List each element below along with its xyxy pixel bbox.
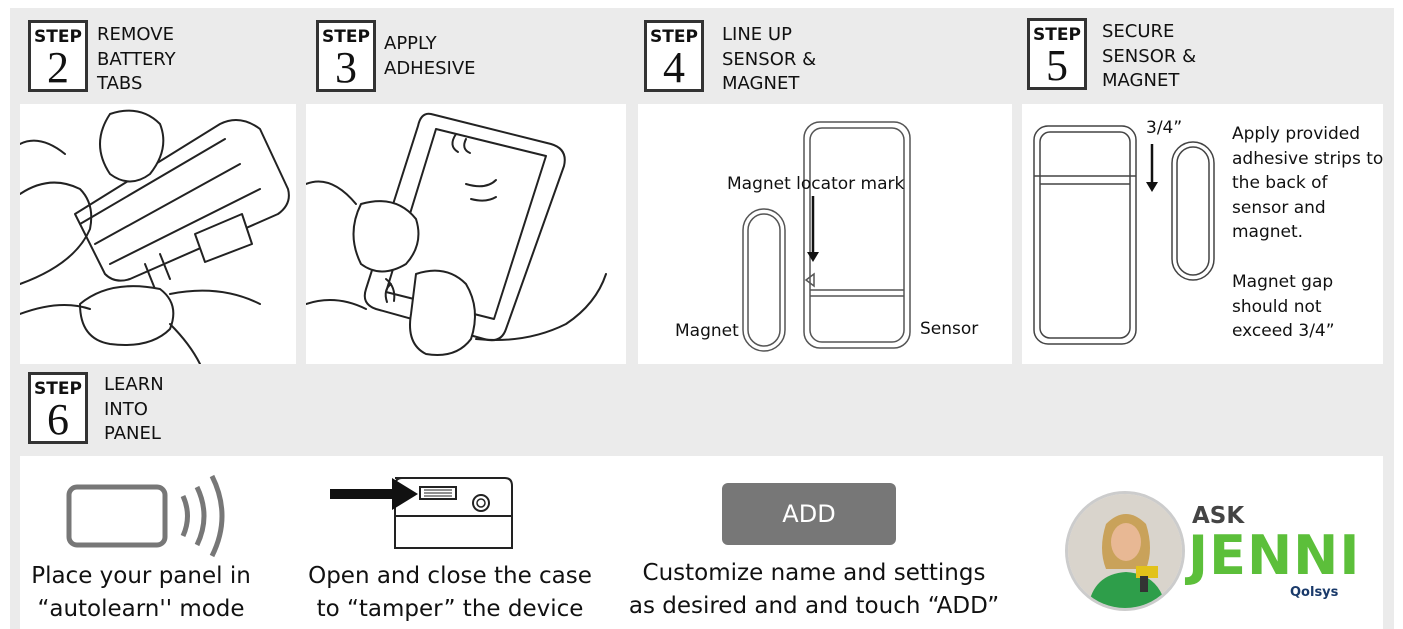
step-number: 6 <box>47 395 69 444</box>
title-line: ADHESIVE <box>384 57 476 79</box>
gap-note: Magnet gap should not exceed 3/4” <box>1232 270 1335 344</box>
remove-tab-illustration <box>20 109 290 364</box>
title-line: SENSOR & <box>1102 45 1197 67</box>
step-6-title: LEARN INTO PANEL <box>104 373 164 447</box>
title-line: APPLY <box>384 33 437 54</box>
text-line: adhesive strips to <box>1232 148 1383 169</box>
avatar <box>1065 491 1185 611</box>
qolsys-logo: Qolsys <box>1290 585 1339 600</box>
title-line: TABS <box>97 73 143 94</box>
caption-add: Customize name and settings as desired a… <box>614 557 1014 623</box>
arrow-right-icon <box>330 478 418 510</box>
caption-line: Open and close the case <box>308 563 592 589</box>
title-line: REMOVE <box>97 24 174 45</box>
step-2-illustration-panel <box>20 104 296 364</box>
caption-autolearn: Place your panel in “autolearn'' mode <box>24 560 258 626</box>
caption-line: Customize name and settings <box>642 560 986 586</box>
ask-label: ASK <box>1192 503 1245 529</box>
step-6-badge: STEP 6 <box>28 372 88 444</box>
step-2-title: REMOVE BATTERY TABS <box>97 23 176 97</box>
caption-line: to “tamper” the device <box>316 596 584 622</box>
step-4-badge: STEP 4 <box>644 20 704 92</box>
step-word: STEP <box>650 27 698 47</box>
title-line: PANEL <box>104 423 161 444</box>
caption-line: “autolearn'' mode <box>37 596 245 622</box>
sensor-label: Sensor <box>920 319 979 339</box>
title-line: MAGNET <box>1102 70 1180 91</box>
step-word: STEP <box>34 379 82 399</box>
text-line: sensor and <box>1232 197 1326 218</box>
step-3-title: APPLY ADHESIVE <box>384 32 476 81</box>
magnet-shape <box>742 208 786 352</box>
caption-tamper: Open and close the case to “tamper” the … <box>300 560 600 626</box>
step-5-title: SECURE SENSOR & MAGNET <box>1102 20 1196 94</box>
magnet-locator-label: Magnet locator mark <box>727 174 905 194</box>
title-line: BATTERY <box>97 48 176 70</box>
panel-wireless-icon <box>66 474 225 558</box>
secure-illustration <box>1033 125 1215 345</box>
title-line: INTO <box>104 398 148 420</box>
magnet-shape <box>1171 141 1215 281</box>
step-number: 3 <box>335 43 357 92</box>
caption-line: as desired and and touch “ADD” <box>628 593 1000 619</box>
learn-icons <box>66 474 513 558</box>
step-number: 5 <box>1046 41 1068 90</box>
caption-line: Place your panel in <box>31 563 251 589</box>
step-word: STEP <box>322 27 370 47</box>
adhesive-instructions: Apply provided adhesive strips to the ba… <box>1232 122 1383 245</box>
sensor-shape <box>803 121 911 349</box>
text-line: exceed 3/4” <box>1232 321 1335 341</box>
text-line: Apply provided <box>1232 124 1361 144</box>
text-line: the back of <box>1232 173 1328 193</box>
step-3-illustration-panel <box>306 104 626 364</box>
step-number: 4 <box>663 43 685 92</box>
jenni-logo-text: JENNI <box>1188 524 1361 587</box>
add-button[interactable]: ADD <box>722 483 896 545</box>
title-line: LINE UP <box>722 24 792 45</box>
step-2-badge: STEP 2 <box>28 20 88 92</box>
title-line: MAGNET <box>722 73 800 94</box>
step-5-badge: STEP 5 <box>1027 18 1087 90</box>
step-3-badge: STEP 3 <box>316 20 376 92</box>
apply-adhesive-illustration <box>306 112 607 356</box>
sensor-shape <box>1033 125 1137 345</box>
title-line: SENSOR & <box>722 48 817 70</box>
step-word: STEP <box>1033 25 1081 45</box>
text-line: should not <box>1232 296 1322 317</box>
text-line: magnet. <box>1232 222 1304 242</box>
gap-label: 3/4” <box>1146 118 1183 138</box>
step-4-title: LINE UP SENSOR & MAGNET <box>722 23 816 97</box>
title-line: LEARN <box>104 374 164 395</box>
line-up-illustration <box>742 121 911 352</box>
person-icon <box>1068 494 1182 608</box>
step-word: STEP <box>34 27 82 47</box>
step-4-illustration-panel: Magnet locator mark Magnet Sensor <box>638 104 1012 364</box>
step-5-illustration-panel: 3/4” Apply provided adhesive strips to t… <box>1022 104 1383 364</box>
magnet-label: Magnet <box>675 321 739 341</box>
step-number: 2 <box>47 43 69 92</box>
sensor-case-icon <box>394 477 513 549</box>
title-line: SECURE <box>1102 21 1175 42</box>
text-line: Magnet gap <box>1232 272 1334 292</box>
